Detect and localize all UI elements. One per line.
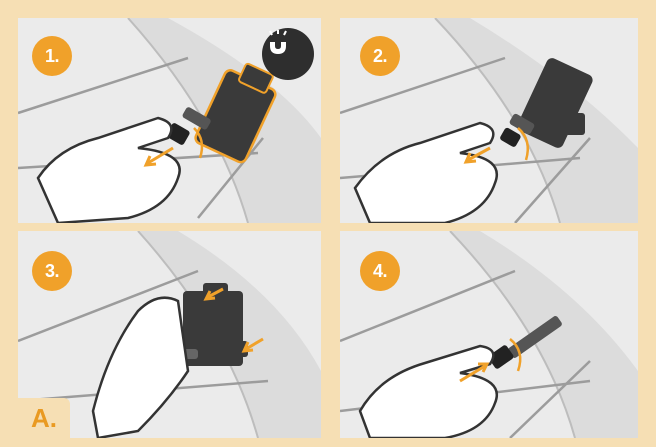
magnet-icon — [262, 28, 314, 80]
step-badge: 3. — [32, 251, 72, 291]
hand — [355, 123, 497, 223]
step-1-panel: 1. — [18, 18, 321, 223]
step-badge: 2. — [360, 36, 400, 76]
hand — [93, 298, 188, 438]
step-badge: 4. — [360, 251, 400, 291]
section-label: A. — [18, 398, 70, 438]
step-4-panel: 4. — [340, 231, 638, 438]
step-2-panel: 2. — [340, 18, 638, 223]
hand — [360, 346, 497, 438]
step-badge: 1. — [32, 36, 72, 76]
hand — [38, 118, 180, 223]
